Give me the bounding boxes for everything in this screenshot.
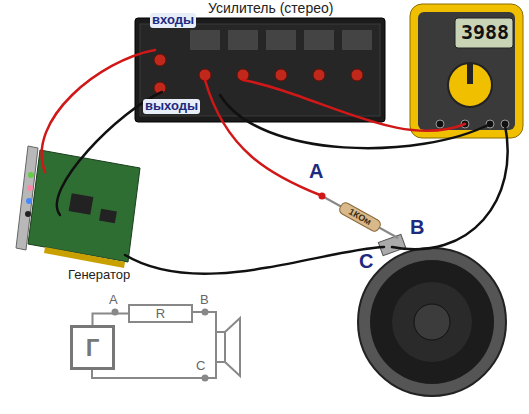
red-wire — [243, 80, 465, 131]
card-board — [28, 150, 140, 262]
resistor — [319, 193, 399, 239]
generator-label: Генератор — [68, 268, 130, 283]
schematic-point-label: A — [109, 293, 118, 308]
speaker-dust-cap — [414, 304, 450, 340]
generator-symbol: Г — [70, 325, 115, 370]
amp-knobs — [154, 54, 363, 94]
schematic-wire — [93, 314, 129, 326]
meter-display — [455, 18, 513, 48]
meter-dial — [448, 63, 492, 107]
speaker-cone — [370, 260, 494, 384]
port-label: выходы — [143, 99, 200, 114]
node-text: R — [156, 306, 165, 321]
black-wire — [125, 247, 384, 274]
card-edge-contacts — [44, 247, 125, 268]
wires — [42, 50, 508, 274]
meter-pointer — [467, 64, 473, 84]
point-label: A — [309, 160, 323, 183]
black-wire — [392, 125, 508, 249]
speaker-cone-inner — [392, 282, 472, 362]
red-wire — [42, 50, 155, 172]
meter-jacks — [436, 120, 509, 128]
point-label: B — [410, 216, 424, 239]
meter-case — [410, 4, 523, 138]
title-label: Усилитель (стерео) — [208, 0, 333, 16]
speaker-basket — [358, 248, 506, 396]
amp-slots — [190, 30, 372, 50]
meter-face — [418, 12, 515, 130]
speaker-symbol — [225, 318, 240, 376]
schematic-point-label: C — [196, 359, 205, 374]
black-wire — [220, 95, 490, 148]
card-bracket — [16, 146, 38, 250]
card-chip — [99, 209, 117, 224]
resistor-body — [338, 201, 382, 233]
speaker-terminals — [378, 234, 405, 255]
point-dot — [319, 193, 326, 200]
schematic-point-label: B — [200, 293, 209, 308]
amplifier — [135, 18, 385, 122]
card-jacks — [25, 172, 34, 217]
resistor-lead — [322, 196, 398, 238]
card-chip — [69, 193, 94, 215]
point-label: C — [359, 250, 373, 273]
speaker — [358, 234, 506, 396]
port-label: входы — [150, 13, 196, 28]
amp-panel — [140, 24, 380, 116]
node-text: Г — [86, 334, 100, 362]
multimeter — [410, 4, 523, 138]
meter-reading: 3988 — [461, 21, 509, 44]
amp-body — [135, 18, 385, 122]
speaker-symbol — [216, 332, 225, 362]
resistor-symbol: R — [128, 304, 193, 323]
